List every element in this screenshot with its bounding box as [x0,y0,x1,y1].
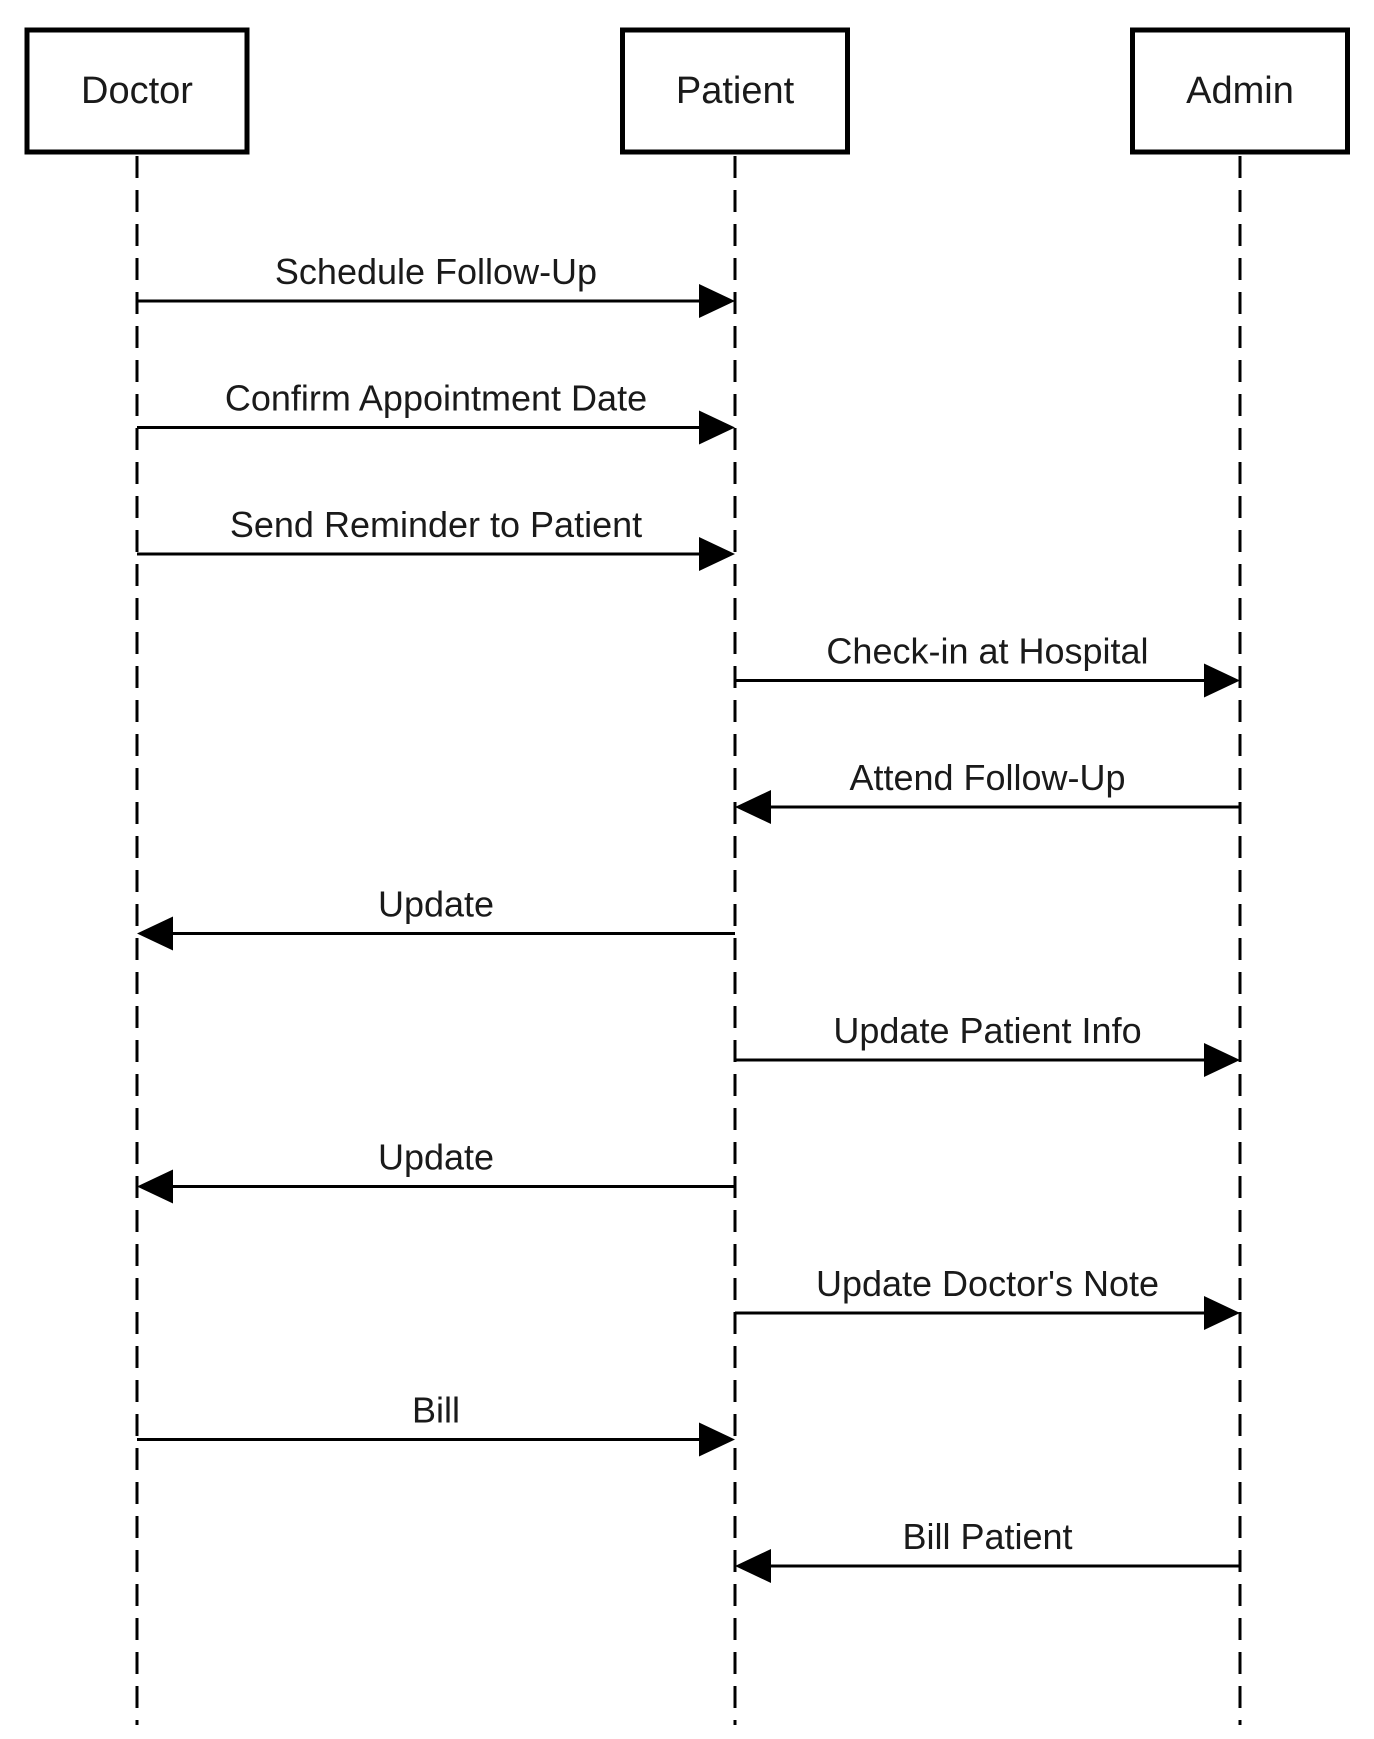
arrowhead [137,1169,173,1204]
arrowhead [699,410,735,445]
arrowhead [1204,1043,1240,1077]
message-label: Check-in at Hospital [826,631,1148,672]
message-label: Bill Patient [902,1516,1072,1557]
message-label: Update Doctor's Note [816,1263,1159,1304]
message-label: Attend Follow-Up [849,757,1125,798]
message-11: Bill Patient [735,1516,1240,1583]
arrowhead [699,284,735,318]
arrowhead [699,537,735,571]
message-label: Send Reminder to Patient [230,504,642,545]
admin-actor-label: Admin [1186,70,1294,112]
arrowhead [735,790,771,824]
message-label: Bill [412,1390,460,1431]
arrowhead [1204,663,1240,698]
message-label: Confirm Appointment Date [225,378,647,419]
message-3: Send Reminder to Patient [137,504,735,571]
message-label: Update [378,884,494,925]
arrowhead [137,916,173,951]
doctor-actor-box [24,27,250,155]
arrowhead [699,1422,735,1457]
message-2: Confirm Appointment Date [137,378,735,445]
message-8: Update [137,1137,735,1204]
message-7: Update Patient Info [735,1010,1240,1077]
patient-actor-box [620,27,850,155]
message-label: Schedule Follow-Up [275,251,597,292]
message-label: Update Patient Info [833,1010,1141,1051]
admin-actor-box [1130,27,1350,155]
message-1: Schedule Follow-Up [137,251,735,318]
message-9: Update Doctor's Note [735,1263,1240,1330]
message-6: Update [137,884,735,951]
message-5: Attend Follow-Up [735,757,1240,824]
doctor-actor-label: Doctor [81,70,193,112]
patient-actor-label: Patient [676,70,795,112]
arrowhead [735,1549,771,1583]
arrowhead [1204,1296,1240,1330]
message-10: Bill [137,1390,735,1457]
message-4: Check-in at Hospital [735,631,1240,698]
message-label: Update [378,1137,494,1178]
